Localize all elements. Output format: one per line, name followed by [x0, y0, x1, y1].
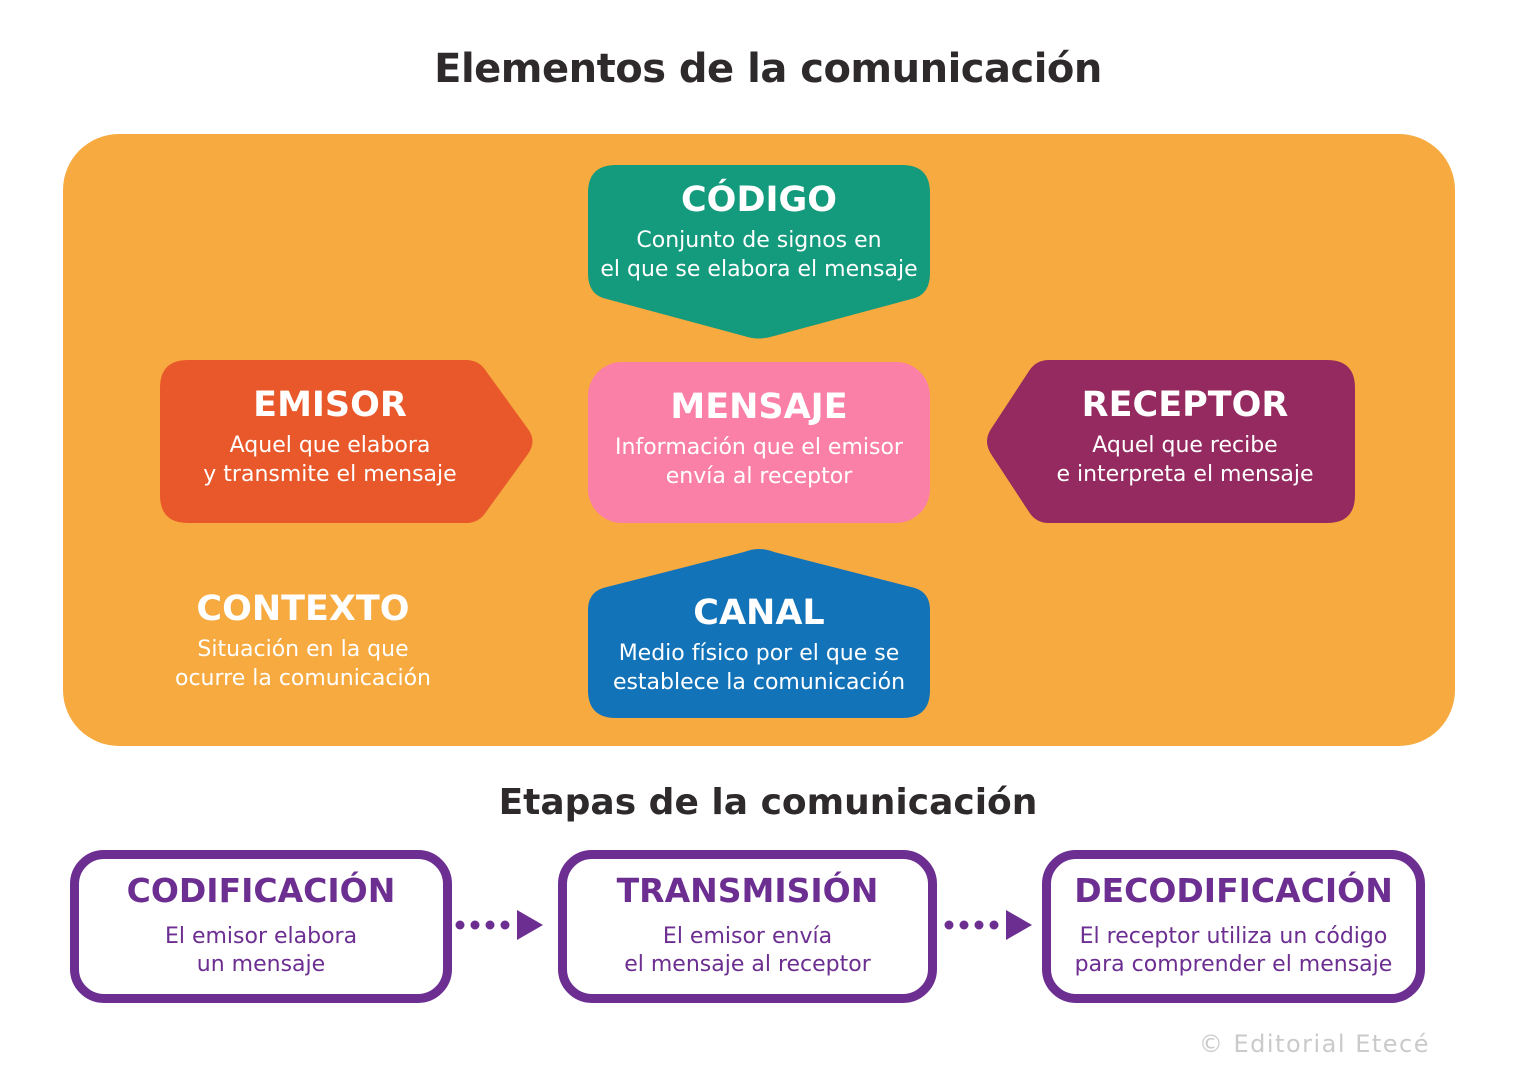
stage-transmision: TRANSMISIÓN El emisor envía el mensaje a…	[558, 850, 937, 1003]
stage-decodificacion-description: El receptor utiliza un código para compr…	[1074, 923, 1393, 978]
stage-transmision-label: TRANSMISIÓN	[616, 871, 879, 910]
contexto-card: CONTEXTO Situación en la que ocurre la c…	[130, 588, 476, 693]
emisor-card: EMISOR Aquel que elabora y transmite el …	[160, 360, 537, 523]
stage-decodificacion: DECODIFICACIÓN El receptor utiliza un có…	[1042, 850, 1425, 1003]
emisor-label: EMISOR	[253, 385, 407, 425]
mensaje-label: MENSAJE	[670, 387, 848, 427]
stage-transmision-description: El emisor envía el mensaje al receptor	[624, 923, 871, 978]
receptor-card: RECEPTOR Aquel que recibe e interpreta e…	[983, 360, 1355, 523]
contexto-label: CONTEXTO	[196, 589, 410, 629]
mensaje-description: Información que el emisor envía al recep…	[615, 435, 903, 489]
canal-card: CANAL Medio físico por el que se estable…	[588, 546, 930, 718]
receptor-arrow-shape	[987, 360, 1355, 523]
dotted-arrow-icon	[455, 910, 543, 940]
canal-banner-shape	[588, 549, 930, 718]
codigo-banner-shape	[588, 165, 930, 339]
canal-description: Medio físico por el que se establece la …	[612, 641, 906, 695]
stage-codificacion-description: El emisor elabora un mensaje	[164, 923, 358, 978]
copyright-credit: © Editorial Etecé	[1198, 1030, 1430, 1058]
stages-title: Etapas de la comunicación	[498, 782, 1038, 823]
emisor-description: Aquel que elabora y transmite el mensaje	[203, 433, 457, 487]
emisor-arrow-shape	[160, 360, 533, 523]
codigo-label: CÓDIGO	[681, 180, 837, 220]
dotted-arrow-icon	[944, 910, 1032, 940]
stage-codificacion: CODIFICACIÓN El emisor elabora un mensaj…	[70, 850, 452, 1003]
stage-codificacion-label: CODIFICACIÓN	[126, 871, 396, 910]
mensaje-card: MENSAJE Información que el emisor envía …	[588, 362, 930, 523]
codigo-card: CÓDIGO Conjunto de signos en el que se e…	[588, 165, 930, 343]
canal-label: CANAL	[693, 593, 825, 633]
contexto-description: Situación en la que ocurre la comunicaci…	[174, 637, 431, 691]
receptor-description: Aquel que recibe e interpreta el mensaje	[1056, 433, 1314, 487]
stage-decodificacion-label: DECODIFICACIÓN	[1074, 871, 1393, 910]
receptor-label: RECEPTOR	[1081, 385, 1289, 425]
codigo-description: Conjunto de signos en el que se elabora …	[600, 228, 918, 282]
page-title: Elementos de la comunicación	[434, 46, 1102, 92]
